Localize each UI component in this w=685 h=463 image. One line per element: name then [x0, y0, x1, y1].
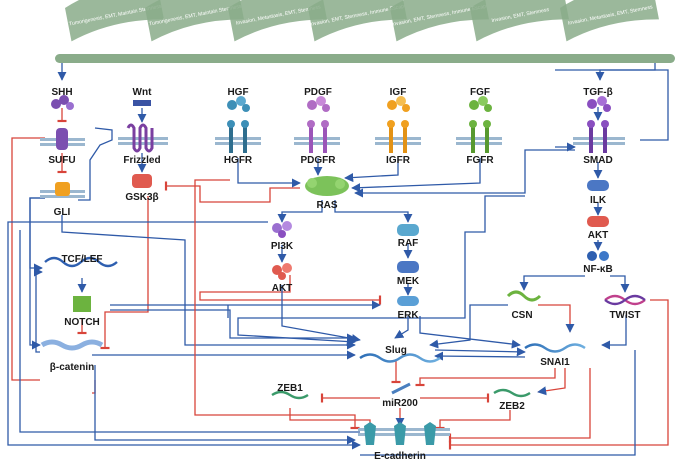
csn-node: CSN: [506, 290, 542, 321]
gsk3b-label: GSK3β: [125, 192, 158, 203]
zeb2-label: ZEB2: [499, 401, 525, 412]
banner-base-bar: [55, 54, 675, 63]
banner-2: Tumorigenesis, EMT, Maintain Stemness: [145, 0, 244, 42]
fgf-ligand: FGF: [469, 87, 492, 112]
ras-node: RAS: [305, 176, 349, 211]
raf-node: RAF: [397, 224, 419, 249]
pi3k-node: PI3K: [271, 221, 294, 252]
beta-catenin-node: β-catenin: [40, 339, 104, 373]
tcf-lef-label: TCF/LEF: [61, 254, 102, 265]
slug-label: Slug: [385, 345, 407, 356]
hgfr-label: HGFR: [224, 155, 253, 166]
wnt-label: Wnt: [133, 87, 153, 98]
twist-node: TWIST: [604, 294, 646, 321]
pi3k-label: PI3K: [271, 241, 294, 252]
akt-left-label: AKT: [272, 283, 293, 294]
mek-node: MEK: [397, 261, 420, 287]
raf-label: RAF: [398, 238, 419, 249]
tgfb-label: TGF-β: [583, 87, 612, 98]
receptors: SUFU Frizzled HGFR PDGFR IGFR FGFR: [48, 120, 613, 166]
fgf-label: FGF: [470, 87, 490, 98]
igf-ligand: IGF: [387, 87, 410, 112]
pdgfr-label: PDGFR: [301, 155, 337, 166]
snai1-label: SNAI1: [540, 357, 570, 368]
mir200-label: miR200: [382, 398, 418, 409]
erk-node: ERK: [397, 296, 419, 321]
frizzled-receptor: Frizzled: [123, 123, 161, 166]
membrane-igfr: [375, 137, 421, 145]
membrane-pdgfr: [294, 137, 340, 145]
fgfr-receptor: FGFR: [466, 120, 494, 166]
slug-node: Slug: [359, 345, 441, 363]
banner-7: Invasion, Metastasis, EMT, Stemness: [560, 0, 659, 42]
ilk-label: ILK: [590, 195, 607, 206]
notch-label: NOTCH: [64, 317, 100, 328]
igf-label: IGF: [390, 87, 407, 98]
pdgf-ligand: PDGF: [304, 87, 332, 112]
igfr-receptor: IGFR: [386, 120, 411, 166]
snai1-node: SNAI1: [524, 343, 586, 368]
membrane-fgfr: [456, 137, 502, 145]
ras-label: RAS: [316, 200, 337, 211]
hgf-ligand: HGF: [227, 87, 250, 112]
akt-right-label: AKT: [588, 230, 609, 241]
ecadherin-label: E-cadherin: [374, 451, 426, 462]
twist-label: TWIST: [609, 310, 640, 321]
nfkb-label: NF-κB: [583, 264, 612, 275]
tgfb-ligand: TGF-β: [583, 87, 613, 112]
frizzled-label: Frizzled: [123, 155, 160, 166]
wnt-ligand: Wnt: [133, 87, 153, 106]
akt-right-node: AKT: [587, 216, 609, 241]
pdgfr-receptor: PDGFR: [301, 120, 337, 166]
phenotype-banners: Tumorigenesis, EMT, Maintain Stemness Tu…: [55, 0, 675, 63]
hgf-label: HGF: [227, 87, 248, 98]
zeb1-label: ZEB1: [277, 383, 303, 394]
ilk-node: ILK: [587, 180, 609, 206]
igfr-label: IGFR: [386, 155, 411, 166]
gli-label: GLI: [54, 207, 71, 218]
fgfr-label: FGFR: [466, 155, 494, 166]
mek-label: MEK: [397, 276, 420, 287]
gli-node: GLI: [54, 182, 71, 218]
tcf-lef-node: TCF/LEF: [44, 254, 118, 268]
banner-6: Invasion, EMT, Stemness: [470, 0, 569, 42]
connections: [7, 63, 669, 456]
membrane-frizzled: [118, 137, 168, 145]
nodes: GLI GSK3β RAS PI3K AKT RAF MEK E: [40, 174, 646, 462]
membrane-smad: [573, 137, 625, 145]
mir200-node: miR200: [382, 382, 418, 409]
akt-left-node: AKT: [272, 263, 293, 294]
shh-ligand: SHH: [51, 87, 74, 110]
shh-label: SHH: [51, 87, 72, 98]
erk-label: ERK: [397, 310, 419, 321]
hgfr-receptor: HGFR: [224, 120, 253, 166]
sufu-label: SUFU: [48, 155, 75, 166]
ligands: SHH Wnt HGF PDGF IGF FGF TGF-β: [51, 87, 613, 112]
gsk3b-node: GSK3β: [125, 174, 159, 203]
membrane-hgfr: [215, 137, 261, 145]
csn-label: CSN: [511, 310, 532, 321]
zeb2-node: ZEB2: [493, 388, 531, 412]
zeb1-node: ZEB1: [271, 383, 309, 400]
pdgf-label: PDGF: [304, 87, 332, 98]
smad-receptor: SMAD: [583, 120, 613, 166]
beta-catenin-label: β-catenin: [50, 362, 94, 373]
notch-node: NOTCH: [64, 296, 100, 328]
nfkb-node: NF-κB: [583, 251, 613, 275]
ecadherin-node: E-cadherin: [364, 422, 436, 462]
sufu-receptor: SUFU: [48, 128, 76, 166]
smad-label: SMAD: [583, 155, 612, 166]
